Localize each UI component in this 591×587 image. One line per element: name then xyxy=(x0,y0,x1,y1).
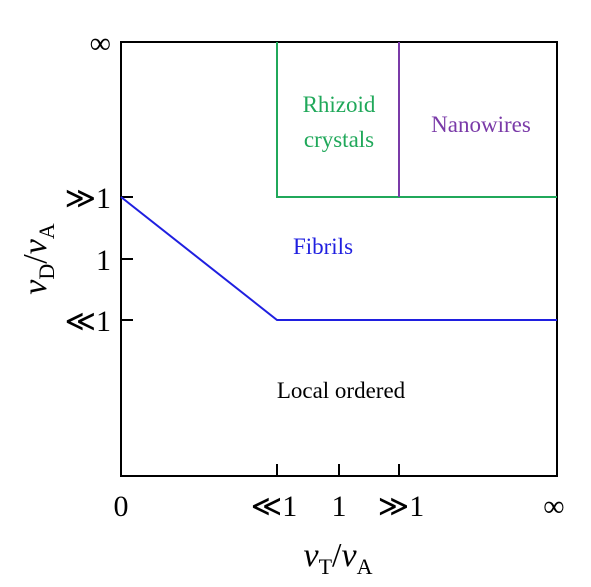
x-axis-label: vT/vA xyxy=(304,537,373,579)
x-tick-label-one: 1 xyxy=(332,490,347,523)
region-label-rhizoid-line2: crystals xyxy=(304,127,374,152)
y-tick-label-infinity: ∞ xyxy=(90,27,111,60)
y-axis-label: vD/vA xyxy=(17,223,59,295)
fibrils-boundary-line xyxy=(120,196,557,321)
y-tick-label-much-greater: ≫1 xyxy=(65,182,111,215)
x-tick-label-much-less: ≪1 xyxy=(251,490,297,523)
rhizoid-boundary-line xyxy=(276,42,557,198)
y-tick-label-much-less: ≪1 xyxy=(65,305,111,338)
x-tick-label-much-greater: ≫1 xyxy=(378,490,424,523)
region-label-fibrils: Fibrils xyxy=(293,234,353,259)
region-label-nanowires: Nanowires xyxy=(431,112,531,137)
region-label-local-ordered: Local ordered xyxy=(277,378,406,403)
region-label-rhizoid-line1: Rhizoid xyxy=(303,92,376,117)
x-tick-label-zero: 0 xyxy=(114,490,129,523)
y-tick-label-one: 1 xyxy=(96,244,111,277)
x-tick-label-infinity: ∞ xyxy=(543,490,564,523)
